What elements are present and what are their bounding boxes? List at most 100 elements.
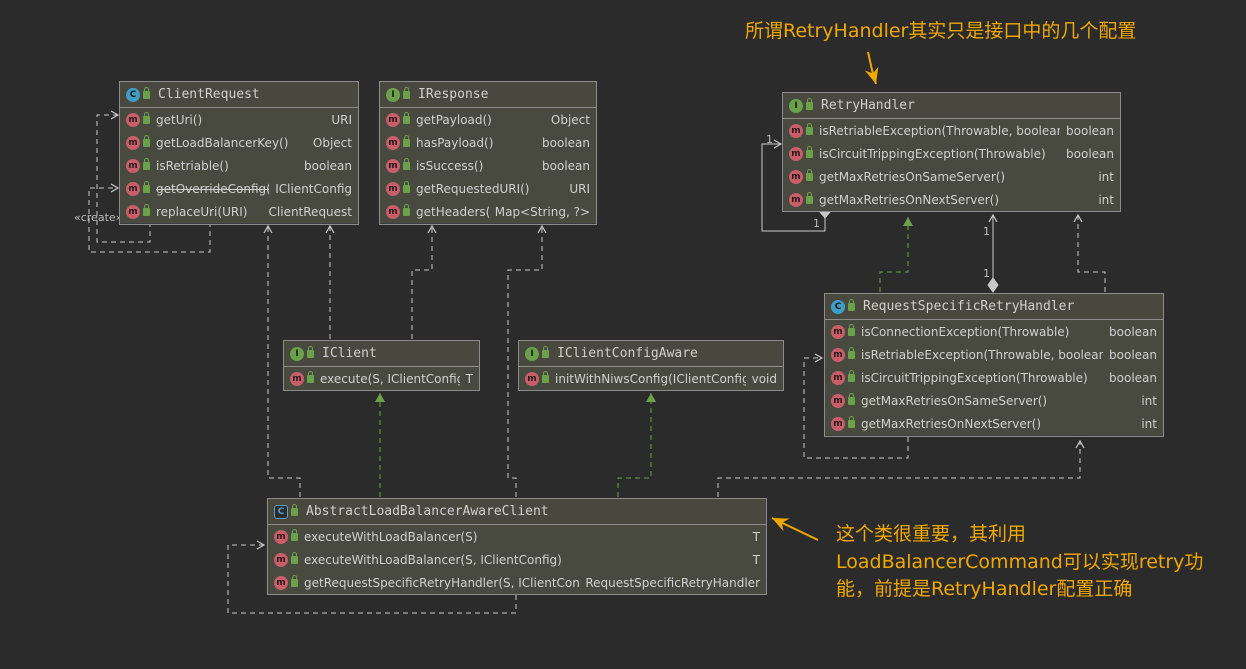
class-title: ClientRequest	[158, 87, 260, 102]
method-icon: m	[831, 324, 845, 339]
method-type: IClientConfig	[275, 181, 352, 196]
method-name: isConnectionException(Throwable)	[861, 324, 1070, 339]
method-type: T	[465, 371, 473, 386]
method-name: getHeaders()	[416, 204, 489, 219]
method-type: boolean	[542, 135, 590, 150]
iclient-to-iresponse-dep	[411, 224, 437, 339]
interface-icon: I	[290, 346, 304, 361]
class-title: AbstractLoadBalancerAwareClient	[306, 504, 549, 519]
method-name: executeWithLoadBalancer(S)	[304, 529, 478, 544]
method-type: boolean	[542, 158, 590, 173]
lock-icon	[848, 415, 855, 428]
method-name: replaceUri(URI)	[156, 204, 248, 219]
method-name: isCircuitTrippingException(Throwable)	[861, 370, 1088, 385]
lock-icon	[848, 298, 855, 311]
lock-icon	[806, 97, 813, 110]
lock-icon	[403, 180, 410, 193]
interface-icon: I	[789, 98, 803, 113]
method-type: Object	[312, 135, 352, 150]
lock-icon	[806, 145, 813, 158]
right-annotation-line-3: 能，前提是RetryHandler配置正确	[836, 578, 1133, 600]
method-name: getLoadBalancerKey()	[156, 135, 289, 150]
method-name: getPayload()	[416, 112, 492, 127]
method-icon: m	[789, 192, 803, 207]
class-title: RetryHandler	[821, 98, 915, 113]
method-icon: m	[274, 575, 288, 590]
method-name: initWithNiwsConfig(IClientConfig)	[555, 371, 746, 386]
method-type: Object	[550, 112, 590, 127]
class-requestspecificretryhandler[interactable]: C RequestSpecificRetryHandler m isConnect…	[824, 293, 1164, 437]
multiplicity-label: 1	[983, 267, 990, 280]
class-header[interactable]: C RequestSpecificRetryHandler	[825, 294, 1163, 320]
method-type: boolean	[304, 158, 352, 173]
retryhandler-self-aggregation	[761, 139, 826, 232]
class-header[interactable]: I IClient	[284, 341, 479, 367]
lock-icon	[143, 134, 150, 147]
abstract-self-dep	[227, 540, 517, 614]
method-type: RequestSpecificRetryHandler	[585, 575, 760, 590]
method-name: getMaxRetriesOnSameServer()	[819, 169, 1006, 184]
method-type: int	[1141, 393, 1157, 408]
class-header[interactable]: C ClientRequest	[120, 82, 358, 108]
class-header[interactable]: I IResponse	[380, 82, 596, 108]
method-name: getUri()	[156, 112, 203, 127]
method-icon: m	[831, 347, 845, 362]
multiplicity-label: 1	[766, 133, 773, 146]
lock-icon	[403, 157, 410, 170]
method-name: getMaxRetriesOnNextServer()	[861, 416, 1042, 431]
lock-icon	[403, 111, 410, 124]
method-icon: m	[789, 169, 803, 184]
class-header[interactable]: I IClientConfigAware	[519, 341, 783, 367]
method-row[interactable]: m getPayload() Object	[380, 108, 596, 131]
method-name: executeWithLoadBalancer(S, IClientConfig…	[304, 552, 562, 567]
lock-icon	[806, 168, 813, 181]
rsrh-self-dep	[803, 353, 909, 459]
method-type: boolean	[1066, 123, 1114, 138]
method-type: T	[752, 529, 760, 544]
lock-icon	[848, 392, 855, 405]
right-note-arrow	[771, 517, 819, 541]
lock-icon	[542, 345, 549, 358]
method-name: getMaxRetriesOnNextServer()	[819, 192, 1000, 207]
class-header[interactable]: I RetryHandler	[783, 93, 1120, 119]
method-icon: m	[386, 112, 400, 127]
class-title: IClientConfigAware	[557, 346, 698, 361]
right-annotation-line-1: 这个类很重要，其利用	[836, 523, 1027, 545]
class-header[interactable]: C AbstractLoadBalancerAwareClient	[268, 499, 766, 525]
lock-icon	[143, 111, 150, 124]
lock-icon	[848, 346, 855, 359]
